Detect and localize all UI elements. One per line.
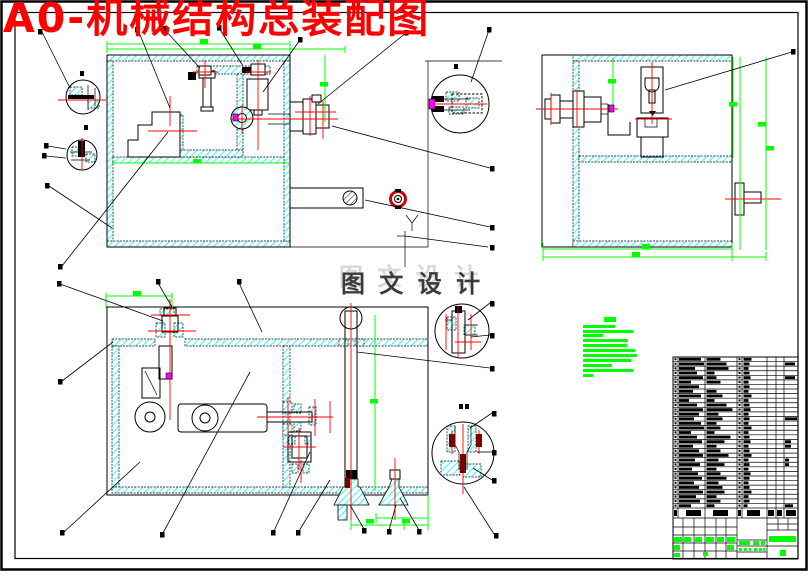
technical-notes-block — [583, 317, 637, 377]
watermark-text: 图 文 设 计 — [341, 270, 484, 298]
leader-lines-and-balloons — [38, 25, 796, 539]
drawing-title: A0-机械结构总装配图 — [3, 0, 431, 42]
title-block — [673, 518, 798, 559]
detail-circles-left — [65, 79, 101, 171]
detail-circle-mid — [434, 303, 490, 359]
parts-list-table — [672, 356, 799, 560]
small-fittings — [165, 98, 615, 488]
red-centerlines — [58, 60, 781, 522]
green-dimensions — [105, 39, 774, 530]
